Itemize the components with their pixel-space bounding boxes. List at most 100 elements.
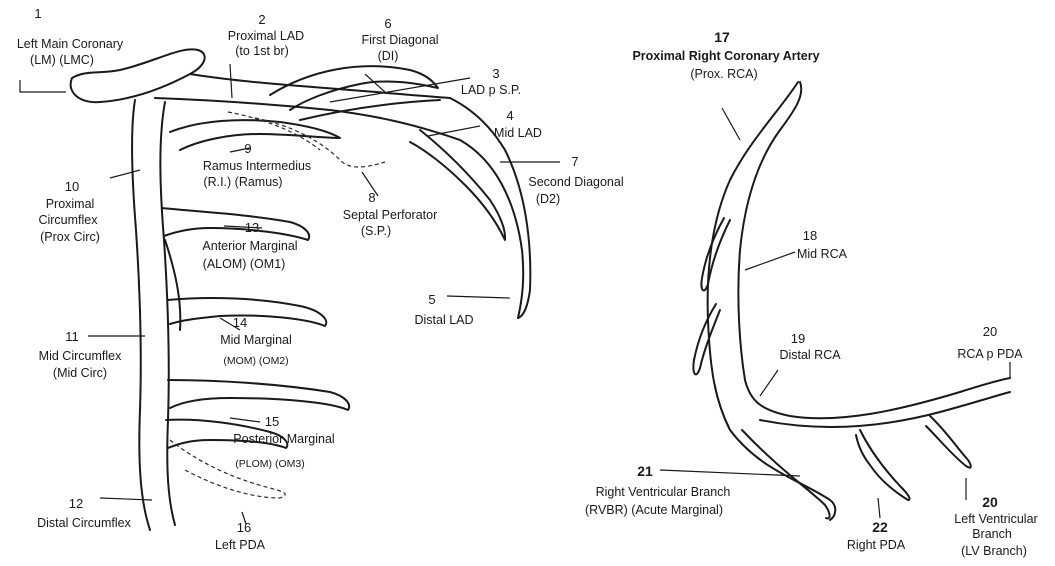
mlad-line1: Mid LAD [494, 126, 542, 140]
rca-pda-distal [760, 392, 1010, 427]
ladsp-line1: LAD p S.P. [461, 83, 521, 97]
sp-number: 8 [368, 190, 375, 205]
label-lpda: 16 Left PDA [215, 520, 266, 552]
om1-vessel [162, 208, 309, 240]
lm-line1: Left Main Coronary [17, 37, 124, 51]
leader-dcx [100, 498, 152, 500]
rca-left-edge [708, 82, 836, 520]
mrca-line1: Mid RCA [797, 247, 848, 261]
label-mcx: 11 Mid Circumflex (Mid Circ) [39, 329, 122, 380]
label-rpda: 22 Right PDA [847, 519, 906, 552]
lower-marginal-vessel [168, 380, 349, 410]
plad-line2: (to 1st br) [235, 44, 289, 58]
rvbr-line1: Right Ventricular Branch [596, 485, 731, 499]
d1-line2: (DI) [378, 49, 399, 63]
sp-line1: Septal Perforator [343, 208, 438, 222]
label-dcx: 12 Distal Circumflex [37, 496, 132, 530]
dlad-line1: Distal LAD [414, 313, 473, 327]
label-ri: 9 Ramus Intermedius (R.I.) (Ramus) [203, 141, 311, 189]
lm-line2: (LM) (LMC) [30, 53, 94, 67]
om1-line1: Anterior Marginal [202, 239, 297, 253]
circumflex-left-edge [132, 100, 150, 530]
label-mlad: 4 Mid LAD [494, 108, 542, 140]
lpda-number: 16 [237, 520, 251, 535]
lad-trunk-lower [155, 98, 523, 318]
leader-lm [20, 80, 66, 92]
rcapda-line1: RCA p PDA [957, 347, 1023, 361]
d2-line2: (D2) [536, 192, 560, 206]
ri-number: 9 [244, 141, 251, 156]
mcx-line2: (Mid Circ) [53, 366, 107, 380]
leader-pcx [110, 170, 140, 178]
label-drca: 19 Distal RCA [779, 331, 841, 362]
lm-number: 1 [34, 6, 41, 21]
rvbr-line2: (RVBR) (Acute Marginal) [585, 503, 723, 517]
pcx-line1: Proximal [46, 197, 95, 211]
leader-rpda [878, 498, 880, 518]
d2-number: 7 [571, 154, 578, 169]
ri-line2: (R.I.) (Ramus) [203, 175, 282, 189]
leader-mrca [745, 252, 795, 270]
om3-number: 15 [265, 414, 279, 429]
right-tree-leaders [660, 108, 1010, 518]
d2-line1: Second Diagonal [528, 175, 623, 189]
pcx-line3: (Prox Circ) [40, 230, 100, 244]
rpda-line1: Right PDA [847, 538, 906, 552]
leader-dlad [447, 296, 510, 298]
mlad-number: 4 [506, 108, 513, 123]
rvbr-number: 21 [637, 463, 653, 479]
lpda-line1: Left PDA [215, 538, 266, 552]
drca-number: 19 [791, 331, 805, 346]
label-om3: 15 Posterior Marginal (PLOM) (OM3) [233, 414, 334, 470]
label-lm: 1 Left Main Coronary (LM) (LMC) [17, 6, 124, 67]
lvb-line2: Branch [972, 527, 1012, 541]
d1-number: 6 [384, 16, 391, 31]
prca-number: 17 [714, 29, 730, 45]
mrca-number: 18 [803, 228, 817, 243]
om1-number: 13 [245, 220, 259, 235]
label-rcapda: 20 RCA p PDA [957, 324, 1023, 361]
prca-line2: (Prox. RCA) [690, 67, 757, 81]
plad-number: 2 [258, 12, 265, 27]
lvb-line1: Left Ventricular [954, 512, 1037, 526]
lvb-number: 20 [982, 494, 998, 510]
leader-mlad [428, 126, 480, 136]
rca-right-edge [738, 82, 1010, 418]
om2-number: 14 [233, 315, 247, 330]
label-dlad: 5 Distal LAD [414, 292, 473, 327]
right-coronary-tree [693, 82, 1010, 520]
label-d1: 6 First Diagonal (DI) [361, 16, 438, 63]
lv-branch-vessel [926, 416, 971, 468]
plad-line1: Proximal LAD [228, 29, 304, 43]
pcx-number: 10 [65, 179, 79, 194]
mid-rca-branch-upper [701, 218, 730, 291]
label-rvbr: 21 Right Ventricular Branch (RVBR) (Acut… [585, 463, 730, 517]
circumflex-right-edge [160, 102, 175, 525]
d1-line1: First Diagonal [361, 33, 438, 47]
label-lvb: 20 Left Ventricular Branch (LV Branch) [954, 494, 1037, 558]
label-pcx: 10 Proximal Circumflex (Prox Circ) [38, 179, 99, 244]
second-diagonal-vessel [410, 130, 505, 240]
om3-line2: (PLOM) (OM3) [235, 458, 304, 470]
leader-plad [230, 64, 232, 98]
om3-line1: Posterior Marginal [233, 432, 334, 446]
label-sp: 8 Septal Perforator (S.P.) [343, 190, 438, 238]
om2-line1: Mid Marginal [220, 333, 292, 347]
right-pda-vessel [856, 430, 910, 500]
rcapda-number: 20 [983, 324, 997, 339]
om2-line2: (MOM) (OM2) [223, 355, 288, 367]
dcx-line1: Distal Circumflex [37, 516, 132, 530]
mcx-number: 11 [65, 329, 79, 344]
leader-prca [722, 108, 740, 140]
dcx-number: 12 [69, 496, 83, 511]
prca-line1: Proximal Right Coronary Artery [632, 49, 819, 63]
ri-line1: Ramus Intermedius [203, 159, 311, 173]
leader-drca [760, 370, 778, 396]
left-tree-leaders [20, 64, 560, 524]
drca-line1: Distal RCA [779, 348, 841, 362]
mid-rca-branch-lower [693, 304, 720, 374]
label-prca: 17 Proximal Right Coronary Artery (Prox.… [632, 29, 819, 81]
sp-line2: (S.P.) [361, 224, 391, 238]
